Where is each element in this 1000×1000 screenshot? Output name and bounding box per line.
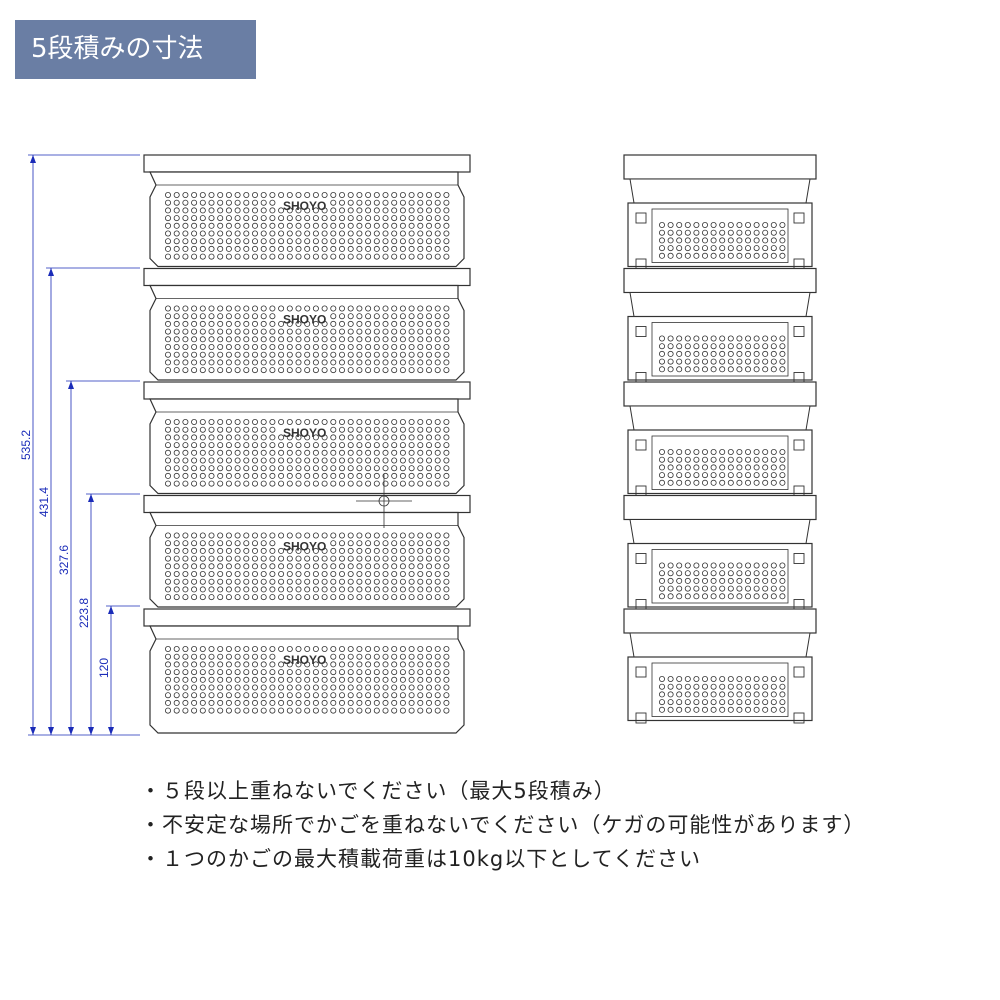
notes-list: ・５段以上重ねないでください（最大5段積み） ・不安定な場所でかごを重ねないでく…: [140, 774, 865, 876]
side-lip: [629, 405, 811, 431]
brand-logo: SHOYO: [283, 313, 326, 327]
arrow-up-icon: [48, 268, 54, 276]
basket-body: [149, 625, 465, 734]
side-rim: [623, 608, 817, 634]
latch-icon: [635, 712, 647, 724]
dimension-line: 431.4: [37, 267, 140, 735]
front-basket: SHOYO: [143, 608, 471, 734]
front-basket: SHOYO: [143, 494, 471, 608]
brand-logo: SHOYO: [283, 426, 326, 440]
brand-logo: SHOYO: [283, 653, 326, 667]
latch-icon: [793, 212, 805, 224]
side-inner-panel: [651, 549, 789, 604]
side-basket: [623, 381, 817, 497]
latch-icon: [635, 666, 647, 678]
side-lip: [629, 178, 811, 204]
side-inner-panel: [651, 435, 789, 490]
dimension-label: 327.6: [57, 545, 71, 575]
basket-body: [149, 171, 465, 268]
side-basket: [623, 154, 817, 270]
dimension-label: 431.4: [37, 487, 51, 517]
front-view: SHOYO SHOYO SHOYO SHOYO SHOYO: [143, 154, 471, 734]
side-hole-pattern: [659, 335, 786, 373]
latch-icon: [793, 439, 805, 451]
side-hole-pattern: [659, 448, 786, 486]
side-inner-panel: [651, 662, 789, 717]
dimension-line: 223.8: [77, 493, 140, 735]
latch-icon: [793, 712, 805, 724]
note-item: ・１つのかごの最大積載荷重は10kg以下としてください: [140, 847, 701, 871]
page-title: 5段積みの寸法: [15, 20, 256, 79]
arrow-up-icon: [88, 494, 94, 502]
dimension-label: 535.2: [19, 430, 33, 460]
side-hole-pattern: [659, 221, 786, 259]
basket-rim: [143, 608, 471, 627]
hole-pattern: [164, 191, 450, 260]
dimension-line: 535.2: [19, 154, 140, 735]
side-view: [623, 154, 817, 724]
front-basket: SHOYO: [143, 154, 471, 268]
basket-body: [149, 284, 465, 381]
dimension-line: 120: [97, 605, 140, 735]
basket-rim: [143, 494, 471, 514]
side-inner-panel: [651, 322, 789, 377]
latch-icon: [635, 212, 647, 224]
brand-logo: SHOYO: [283, 199, 326, 213]
basket-body: [149, 511, 465, 608]
dimension-lines: 535.2 431.4 327.6 223.8 120: [19, 154, 140, 736]
latch-icon: [635, 439, 647, 451]
side-rim: [623, 381, 817, 407]
brand-logo: SHOYO: [283, 540, 326, 554]
latch-icon: [635, 553, 647, 564]
side-lip: [629, 519, 811, 544]
latch-icon: [793, 666, 805, 678]
side-lip: [629, 292, 811, 317]
arrow-down-icon: [48, 727, 54, 735]
basket-rim: [143, 267, 471, 287]
side-lip: [629, 632, 811, 658]
arrow-down-icon: [108, 727, 114, 735]
side-basket: [623, 494, 817, 610]
front-basket: SHOYO: [143, 381, 471, 495]
latch-icon: [793, 326, 805, 337]
basket-rim: [143, 381, 471, 400]
note-item: ・５段以上重ねないでください（最大5段積み）: [140, 779, 616, 803]
hole-pattern: [164, 646, 450, 714]
dimension-label: 120: [97, 658, 111, 678]
hole-pattern: [164, 418, 450, 487]
basket-rim: [143, 154, 471, 173]
side-basket: [623, 608, 817, 724]
arrow-down-icon: [88, 727, 94, 735]
side-inner-panel: [651, 208, 789, 263]
dimension-line: 327.6: [57, 380, 140, 735]
note-item: ・不安定な場所でかごを重ねないでください（ケガの可能性があります）: [140, 813, 866, 837]
side-hole-pattern: [659, 676, 786, 713]
dimension-label: 223.8: [77, 598, 91, 628]
arrow-down-icon: [30, 727, 36, 735]
arrow-up-icon: [68, 381, 74, 389]
side-rim: [623, 154, 817, 180]
side-hole-pattern: [659, 562, 786, 600]
crosshair-mark: [356, 474, 412, 528]
front-basket: SHOYO: [143, 267, 471, 381]
side-rim: [623, 267, 817, 294]
basket-body: [149, 398, 465, 495]
arrow-down-icon: [68, 727, 74, 735]
latch-icon: [793, 553, 805, 564]
latch-icon: [635, 326, 647, 337]
arrow-up-icon: [108, 606, 114, 614]
side-rim: [623, 494, 817, 521]
hole-pattern: [164, 532, 450, 601]
side-basket: [623, 267, 817, 383]
arrow-up-icon: [30, 155, 36, 163]
hole-pattern: [164, 305, 450, 374]
